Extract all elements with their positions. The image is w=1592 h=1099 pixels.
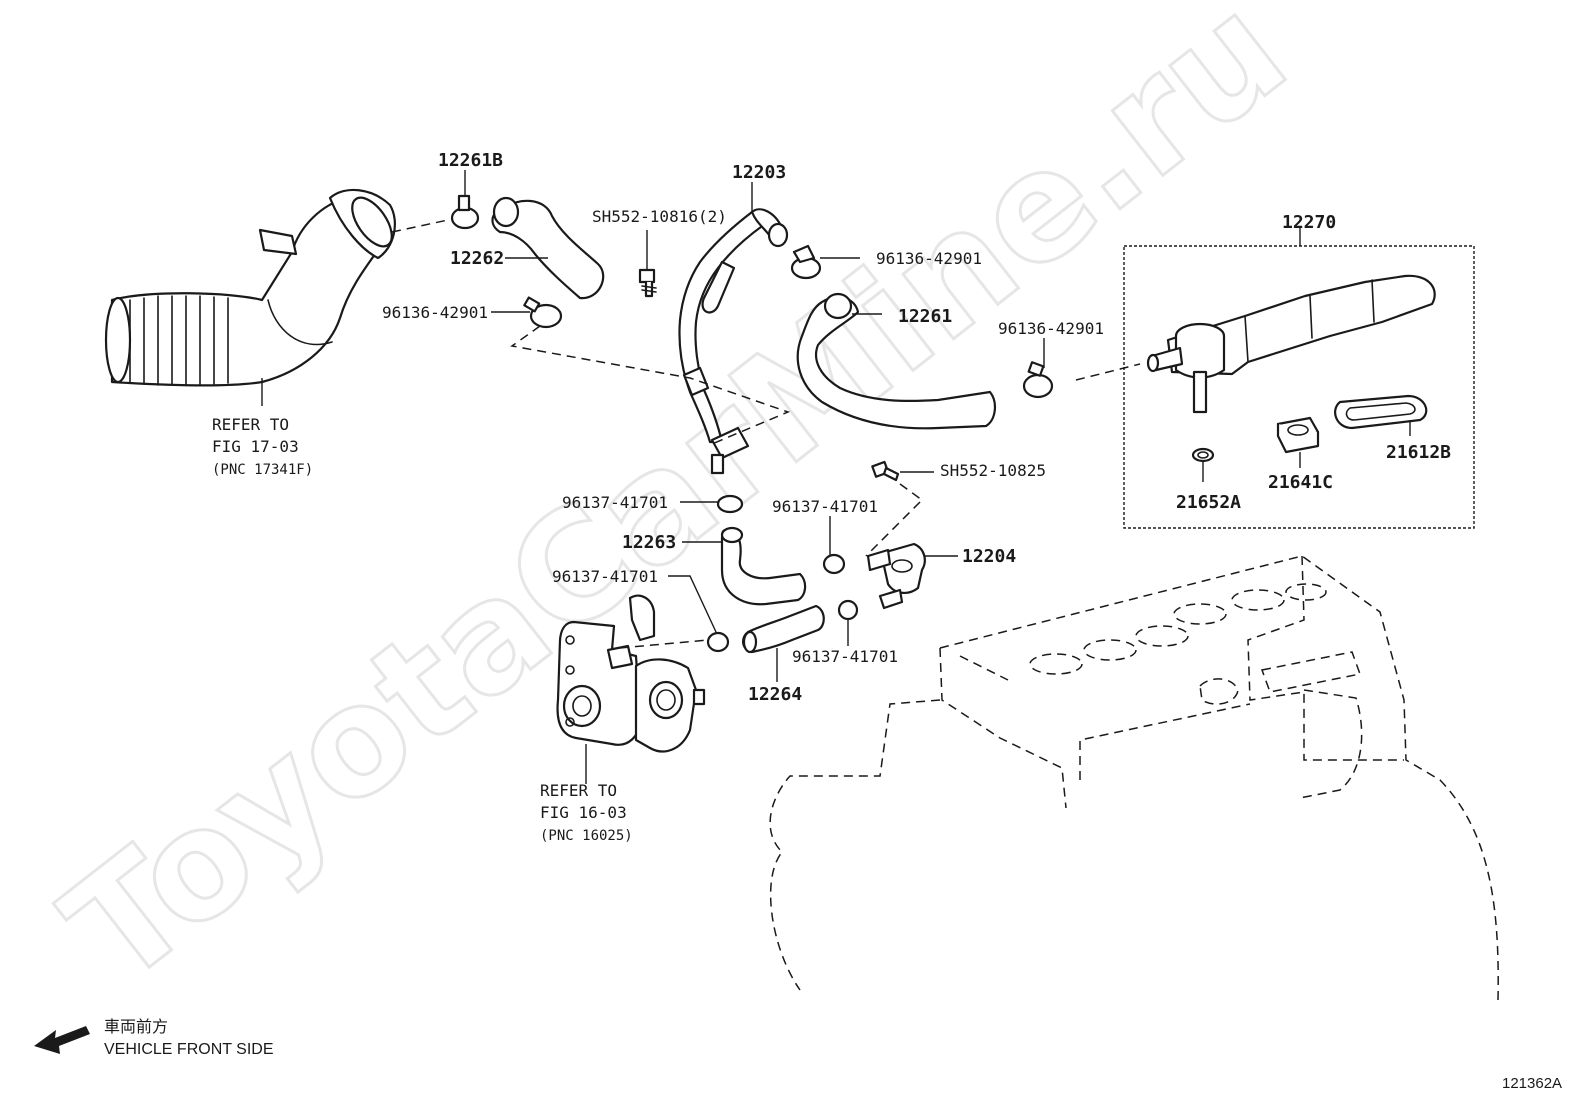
- ref1-line1: REFER TO: [212, 415, 289, 434]
- ref1-line2: FIG 17-03: [212, 437, 299, 456]
- refer-note-fig-16-03: REFER TO FIG 16-03 (PNC 16025): [540, 781, 633, 844]
- hose-12262: [491, 196, 605, 300]
- label-96136-b: 96136-42901: [876, 249, 982, 268]
- oil-separator: [1146, 274, 1436, 414]
- watermark: ToyotaCarMine.ru: [35, 0, 1317, 1018]
- clamp-96137-a: [716, 494, 744, 514]
- label-12203: 12203: [732, 162, 786, 183]
- label-sh552-10816: SH552-10816(2): [592, 207, 727, 226]
- label-96137-a: 96137-41701: [562, 493, 668, 512]
- label-sh552-10825: SH552-10825: [940, 461, 1046, 480]
- ref2-line2: FIG 16-03: [540, 803, 627, 822]
- front-side-en: VEHICLE FRONT SIDE: [104, 1041, 274, 1058]
- figure-id: 121362A: [1502, 1075, 1562, 1092]
- clamp-96137-c: [706, 631, 730, 653]
- oring-21652a: [1191, 447, 1215, 463]
- label-12270: 12270: [1282, 212, 1336, 233]
- label-96136-a: 96136-42901: [382, 303, 488, 322]
- label-12204: 12204: [962, 546, 1016, 567]
- hose-12263: [720, 526, 807, 606]
- label-12261: 12261: [898, 306, 952, 327]
- label-21652a: 21652A: [1176, 492, 1241, 513]
- ref2-line3: (PNC 16025): [540, 828, 633, 844]
- clamp-96136-b: [790, 244, 822, 280]
- throttle-body: [556, 594, 706, 753]
- clamp-96136-a: [523, 296, 563, 329]
- engine-block-outline: [769, 555, 1499, 1001]
- label-21641c: 21641C: [1268, 472, 1333, 493]
- clamp-12261b: [450, 194, 480, 230]
- label-96137-d: 96137-41701: [792, 647, 898, 666]
- label-96137-c: 96137-41701: [552, 567, 658, 586]
- label-96136-c: 96136-42901: [998, 319, 1104, 338]
- bolt-sh552-10816: [638, 268, 657, 298]
- ref2-line1: REFER TO: [540, 781, 617, 800]
- pipe-12203: [678, 208, 789, 475]
- label-21612b: 21612B: [1386, 442, 1451, 463]
- label-12261b: 12261B: [438, 150, 503, 171]
- clamp-96137-d: [837, 599, 859, 621]
- clamp-96137-b: [822, 553, 846, 575]
- ref1-line3: (PNC 17341F): [212, 462, 313, 478]
- label-12263: 12263: [622, 532, 676, 553]
- front-arrow-icon: [34, 1026, 90, 1054]
- clamp-96136-c: [1022, 361, 1054, 399]
- hose-12261: [796, 292, 996, 430]
- label-12264: 12264: [748, 684, 802, 705]
- front-side-jp: 車両前方: [104, 1018, 168, 1036]
- gasket-21641c: [1276, 416, 1320, 454]
- label-96137-b: 96137-41701: [772, 497, 878, 516]
- kit-12270-box: [1123, 245, 1475, 529]
- refer-note-fig-17-03: REFER TO FIG 17-03 (PNC 17341F): [212, 415, 313, 478]
- gasket-21612b: [1334, 394, 1428, 430]
- air-intake-hose: [104, 188, 396, 387]
- assembly-lines: [391, 219, 1141, 649]
- valve-12204: [866, 542, 926, 610]
- bolt-sh552-10825: [871, 460, 900, 482]
- hose-12264: [742, 604, 825, 654]
- label-12262: 12262: [450, 248, 504, 269]
